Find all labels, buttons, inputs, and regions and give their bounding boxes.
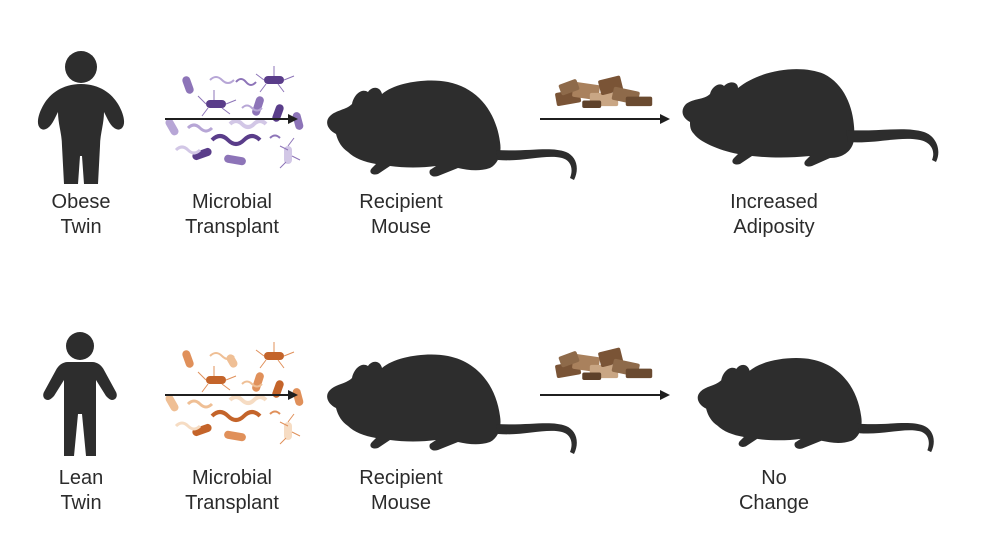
outcome-label-line: Change bbox=[738, 492, 810, 514]
recipient-mouse-icon bbox=[327, 354, 577, 454]
donor-label-obese: Obese Twin bbox=[52, 190, 111, 240]
donor-label-lean: Lean Twin bbox=[59, 466, 104, 516]
lean-twin-icon bbox=[43, 332, 117, 456]
microbes-obese-icon bbox=[165, 66, 304, 169]
microbes-lean-icon bbox=[165, 342, 304, 445]
recipient-label-line: Recipient bbox=[359, 191, 443, 213]
food-pellets-icon bbox=[554, 75, 653, 109]
outcome-label-line: No bbox=[761, 467, 787, 489]
donor-label-line: Lean bbox=[58, 467, 104, 489]
outcome-label-line: Adiposity bbox=[733, 216, 815, 238]
recipient-label-obese: Recipient Mouse bbox=[359, 190, 442, 240]
donor-label-line: Obese bbox=[51, 191, 111, 213]
outcome-label-line: Increased bbox=[730, 191, 818, 213]
food-pellets-icon bbox=[554, 347, 653, 381]
donor-label-line: Twin bbox=[60, 216, 102, 238]
recipient-label-line: Recipient bbox=[359, 467, 443, 489]
outcome-label-lean: No Change bbox=[739, 466, 809, 516]
transplant-label-lean: Microbial Transplant bbox=[185, 466, 279, 516]
obese-twin-icon bbox=[37, 51, 125, 184]
transplant-label-line: Microbial bbox=[191, 467, 273, 489]
lean-mouse-icon bbox=[697, 358, 934, 453]
recipient-label-line: Mouse bbox=[370, 216, 432, 238]
transplant-label-line: Microbial bbox=[191, 191, 273, 213]
transplant-label-line: Transplant bbox=[185, 492, 279, 514]
donor-label-line: Twin bbox=[60, 492, 102, 514]
transplant-label-obese: Microbial Transplant bbox=[185, 190, 279, 240]
obese-mouse-icon bbox=[682, 69, 939, 167]
recipient-label-line: Mouse bbox=[370, 492, 432, 514]
outcome-label-obese: Increased Adiposity bbox=[730, 190, 818, 240]
transplant-label-line: Transplant bbox=[185, 216, 279, 238]
recipient-label-lean: Recipient Mouse bbox=[359, 466, 442, 516]
recipient-mouse-icon bbox=[327, 80, 577, 180]
